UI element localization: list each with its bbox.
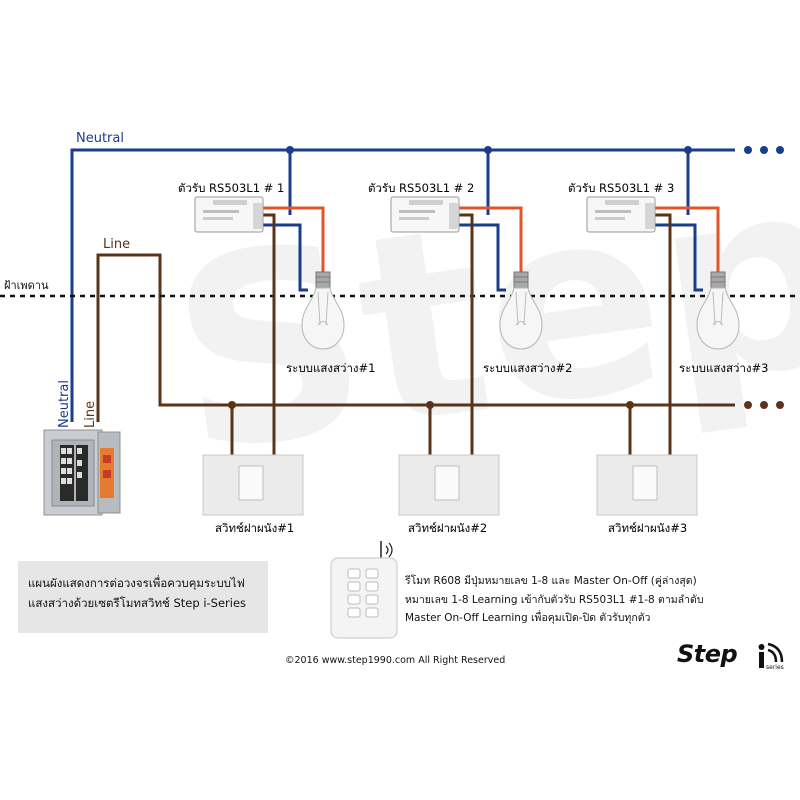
neutral-wire xyxy=(70,148,735,422)
remote-line-2: หมายเลข 1-8 Learning เข้ากับตัวรับ RS503… xyxy=(405,593,704,606)
wall-switch-1 xyxy=(202,454,304,516)
logo-series-text: series xyxy=(766,664,784,671)
light-bulb-1 xyxy=(301,271,345,350)
light-label: ระบบแสงสว่าง#2 xyxy=(483,361,573,375)
switch-label: สวิทช์ฝาผนัง#2 xyxy=(408,521,487,535)
remote-line-3: Master On-Off Learning เพื่อคุมเปิด-ปิด … xyxy=(405,612,651,624)
light-bulb-2 xyxy=(499,271,543,350)
wall-switch-3 xyxy=(596,454,698,516)
receiver-label: ตัวรับ RS503L1 # 3 xyxy=(568,181,674,195)
wall-switch-2 xyxy=(398,454,500,516)
neutral-vertical-label: Neutral xyxy=(57,380,72,428)
description-line-2: แสงสว่างด้วยเซตรีโมทสวิทช์ Step i-Series xyxy=(28,596,247,610)
light-bulb-3 xyxy=(696,271,740,350)
ceiling-label: ฝ้าเพดาน xyxy=(4,279,49,292)
neutral-continuation xyxy=(744,146,784,154)
step-logo: Step xyxy=(677,640,738,668)
line-wire xyxy=(96,253,735,422)
receiver-2 xyxy=(390,196,460,233)
light-label: ระบบแสงสว่าง#3 xyxy=(679,361,769,375)
receiver-3 xyxy=(586,196,656,233)
unit-3: ตัวรับ RS503L1 # 3 ระบบแสงสว่าง#3 สวิทช์… xyxy=(568,146,769,535)
diagram-description: แผนผังแสดงการต่อวงจรเพื่อควบคุมระบบไฟ แส… xyxy=(18,561,268,633)
receiver-1 xyxy=(194,196,264,233)
line-vertical-label: Line xyxy=(83,401,98,428)
light-label: ระบบแสงสว่าง#1 xyxy=(286,361,376,375)
remote-instructions: รีโมท R608 มีปุ่มหมายเลข 1-8 และ Master … xyxy=(405,572,745,628)
neutral-label: Neutral xyxy=(76,131,124,146)
switch-label: สวิทช์ฝาผนัง#1 xyxy=(215,521,294,535)
unit-1: ตัวรับ RS503L1 # 1 ระบบแสงสว่าง#1 สวิทช์… xyxy=(178,146,376,535)
breaker-panel xyxy=(43,429,121,516)
receiver-label: ตัวรับ RS503L1 # 1 xyxy=(178,181,284,195)
switch-label: สวิทช์ฝาผนัง#3 xyxy=(608,521,687,535)
i-series-logo-icon xyxy=(758,642,784,668)
line-continuation xyxy=(744,401,784,409)
receiver-label: ตัวรับ RS503L1 # 2 xyxy=(368,181,474,195)
copyright-text: ©2016 www.step1990.com All Right Reserve… xyxy=(285,655,506,666)
description-line-1: แผนผังแสดงการต่อวงจรเพื่อควบคุมระบบไฟ xyxy=(28,576,245,590)
remote-r608 xyxy=(330,541,398,639)
line-label: Line xyxy=(103,237,130,252)
remote-line-1: รีโมท R608 มีปุ่มหมายเลข 1-8 และ Master … xyxy=(405,575,697,587)
unit-2: ตัวรับ RS503L1 # 2 ระบบแสงสว่าง#2 สวิทช์… xyxy=(368,146,573,535)
